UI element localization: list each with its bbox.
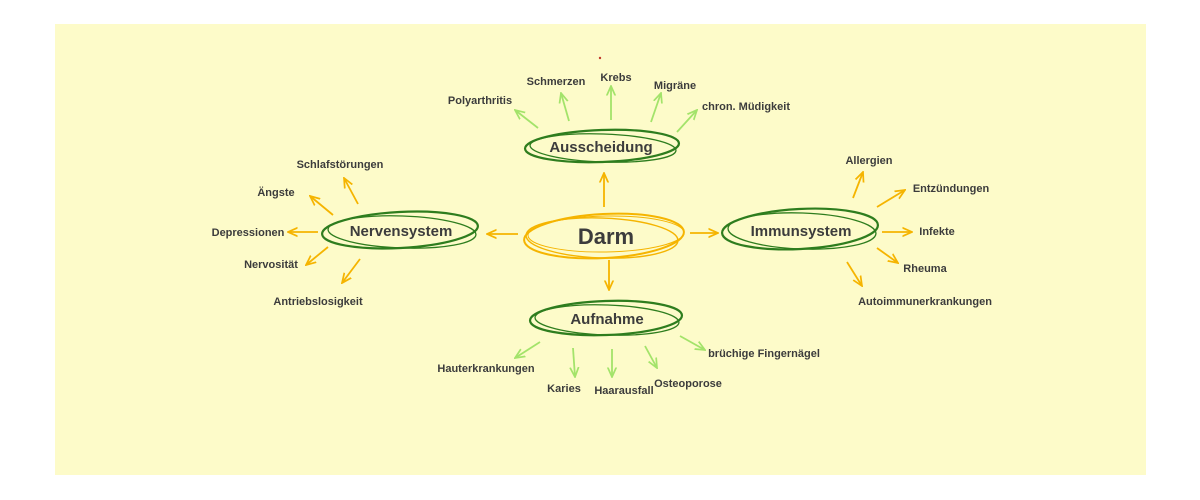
- diagram-background: [55, 24, 1146, 475]
- arrow-entzuendungen: [876, 190, 905, 208]
- hub-aufnahme: Aufnahme: [528, 299, 684, 337]
- item-migraene: Migräne: [654, 80, 696, 92]
- item-karies: Karies: [547, 383, 581, 395]
- arrow-schmerzen: [561, 93, 570, 122]
- item-chron-muedigkeit: chron. Müdigkeit: [702, 101, 790, 113]
- item-bruechige-fingernaegel: brüchige Fingernägel: [708, 348, 820, 360]
- item-infekte: Infekte: [919, 226, 954, 238]
- item-autoimmunerkrankungen: Autoimmunerkrankungen: [858, 296, 992, 308]
- arrow-polyarthritis: [515, 110, 539, 129]
- item-depressionen: Depressionen: [212, 227, 285, 239]
- arrow-aengste: [310, 196, 334, 216]
- immunsystem-arrows: [846, 172, 912, 286]
- arrow-antriebslosigkeit: [342, 258, 361, 283]
- hub-nervensystem-label: Nervensystem: [350, 223, 453, 240]
- stray-dot: [598, 56, 602, 60]
- arrow-karies: [573, 347, 575, 377]
- item-aengste: Ängste: [257, 186, 294, 199]
- arrow-allergien: [852, 172, 863, 199]
- arrow-bruechige-fingernaegel: [679, 335, 705, 350]
- ausscheidung-labels: Polyarthritis Schmerzen Krebs Migräne ch…: [448, 72, 790, 113]
- center-label: Darm: [578, 224, 634, 249]
- arrow-hauterkrankungen: [515, 341, 541, 358]
- item-rheuma: Rheuma: [903, 263, 947, 275]
- arrow-osteoporose: [644, 345, 657, 368]
- item-polyarthritis: Polyarthritis: [448, 95, 512, 107]
- hub-immunsystem: Immunsystem: [720, 207, 880, 251]
- arrow-autoimmunerkrankungen: [846, 261, 862, 286]
- item-schlafstoerungen: Schlafstörungen: [297, 159, 384, 171]
- arrow-rheuma: [876, 247, 898, 263]
- nervensystem-labels: Schlafstörungen Ängste Depressionen Nerv…: [212, 159, 384, 308]
- item-krebs: Krebs: [600, 72, 631, 84]
- hub-aufnahme-label: Aufnahme: [570, 311, 643, 328]
- immunsystem-labels: Allergien Entzündungen Infekte Rheuma Au…: [845, 155, 992, 308]
- item-osteoporose: Osteoporose: [654, 378, 722, 390]
- aufnahme-arrows: [515, 335, 705, 377]
- hub-ausscheidung-label: Ausscheidung: [549, 139, 652, 156]
- arrow-migraene: [650, 93, 661, 123]
- nervensystem-arrows: [288, 178, 361, 283]
- item-schmerzen: Schmerzen: [527, 76, 586, 88]
- ausscheidung-arrows: [515, 86, 697, 133]
- item-haarausfall: Haarausfall: [594, 385, 653, 397]
- hub-nervensystem: Nervensystem: [321, 210, 479, 250]
- hub-immunsystem-label: Immunsystem: [751, 223, 852, 240]
- aufnahme-labels: Hauterkrankungen Karies Haarausfall Oste…: [437, 348, 820, 397]
- item-antriebslosigkeit: Antriebslosigkeit: [273, 296, 363, 308]
- hub-ausscheidung: Ausscheidung: [523, 128, 681, 164]
- arrow-nervositaet: [306, 246, 329, 265]
- arrow-chron-muedigkeit: [676, 110, 697, 133]
- center-arrows: [487, 173, 718, 290]
- item-nervositaet: Nervosität: [244, 259, 298, 271]
- item-allergien: Allergien: [845, 155, 892, 167]
- center-node: Darm: [523, 212, 685, 260]
- item-hauterkrankungen: Hauterkrankungen: [437, 363, 534, 375]
- arrow-schlafstoerungen: [344, 178, 359, 205]
- item-entzuendungen: Entzündungen: [913, 183, 990, 195]
